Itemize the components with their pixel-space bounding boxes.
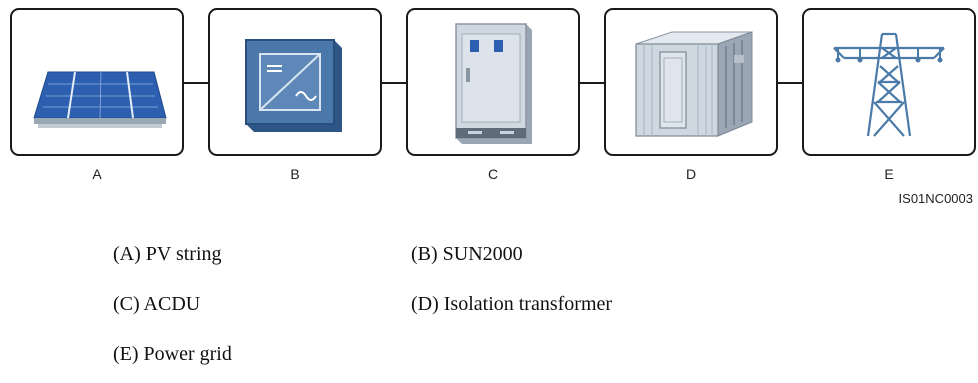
connector-a-b <box>184 82 208 84</box>
component-box-a <box>10 8 184 156</box>
connector-c-d <box>580 82 604 84</box>
inverter-icon <box>245 39 342 132</box>
pv-system-diagram: A B C D E IS01NC0003 <box>10 8 976 206</box>
label-d: D <box>685 166 697 182</box>
label-a: A <box>92 166 102 182</box>
component-box-c <box>406 8 580 156</box>
legend-item-c: (C) ACDU <box>113 293 201 315</box>
component-box-e <box>802 8 976 156</box>
solar-panel-icon <box>33 71 167 128</box>
label-e: E <box>884 166 894 182</box>
transmission-tower-icon <box>833 32 945 137</box>
transformer-container-icon <box>635 31 753 137</box>
figure-code: IS01NC0003 <box>898 191 973 206</box>
cabinet-icon <box>455 23 532 144</box>
label-c: C <box>487 166 499 182</box>
legend-item-d: (D) Isolation transformer <box>411 293 613 315</box>
legend-item-a: (A) PV string <box>113 243 222 265</box>
label-b: B <box>290 166 300 182</box>
legend-item-b: (B) SUN2000 <box>411 243 523 265</box>
connector-b-c <box>382 82 406 84</box>
legend-item-e: (E) Power grid <box>113 343 232 365</box>
component-box-b <box>208 8 382 156</box>
connector-d-e <box>778 82 802 84</box>
component-box-d <box>604 8 778 156</box>
